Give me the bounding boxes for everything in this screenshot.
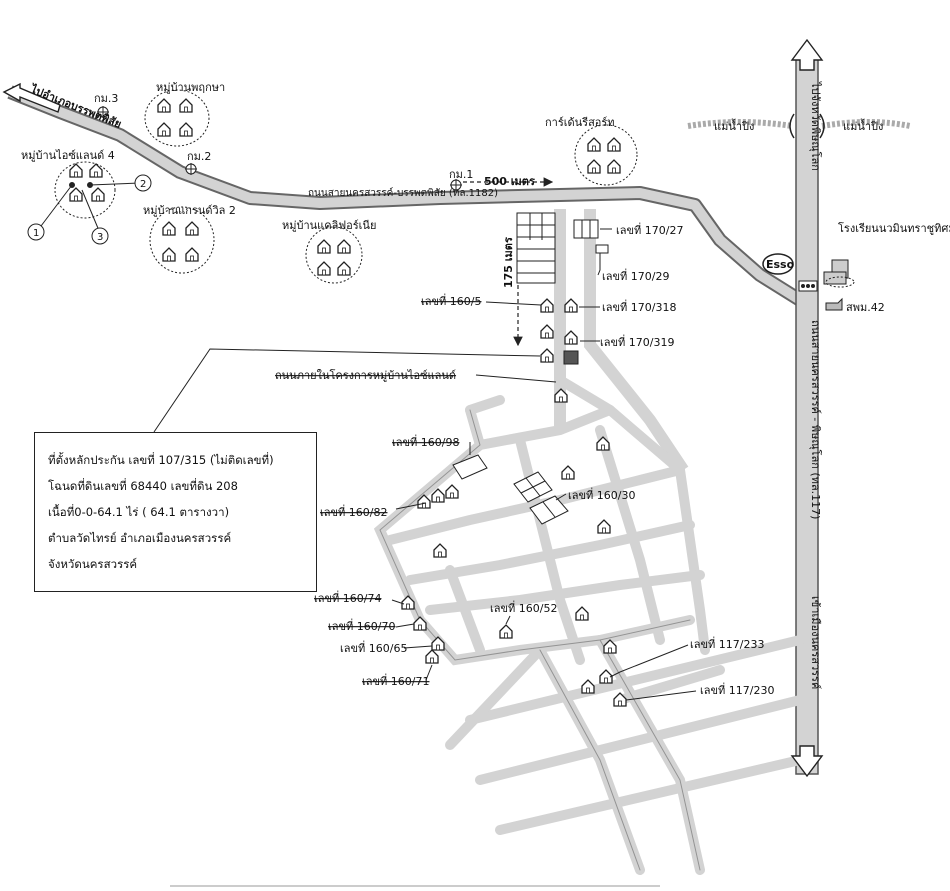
plot-170-29 xyxy=(595,244,609,254)
garden-resort-boundary xyxy=(574,124,638,186)
parcel-label-160-52: เลขที่ 160/52 xyxy=(490,600,557,615)
label-internal-road: ถนนภายในโครงการหมู่บ้านไอซ์แลนด์ xyxy=(275,368,456,382)
circle-1-label: 1 xyxy=(33,228,39,239)
leader-lines xyxy=(153,228,697,701)
village-island4-boundary xyxy=(54,161,116,219)
village-pruksa-boundary xyxy=(144,89,210,147)
label-village-california: หมู่บ้านแคลิฟอร์เนีย xyxy=(282,219,376,232)
police-icon xyxy=(825,297,843,311)
info-line-1: ที่ตั้งหลักประกัน เลขที่ 107/315 (ไม่ติด… xyxy=(48,453,274,467)
plot-170-27 xyxy=(573,219,599,239)
label-to-nakhonsawan: เข้าเมืองนครสวรรค์ xyxy=(809,596,822,689)
esso-logo xyxy=(762,253,794,275)
label-village-island4: หมู่บ้านไอซ์แลนด์ 4 xyxy=(21,149,115,162)
arrow-north xyxy=(790,38,824,71)
traffic-light xyxy=(798,280,818,292)
label-village-pruksa: หมู่บ้านพฤกษา xyxy=(156,81,225,94)
circle-2-label: 2 xyxy=(140,179,146,190)
ping-river xyxy=(687,113,911,139)
arrow-south xyxy=(790,745,824,778)
parcel-label-160-82: เลขที่ 160/82 xyxy=(320,504,387,519)
info-line-2: โฉนดที่ดินเลขที่ 68440 เลขที่ดิน 208 xyxy=(48,479,238,493)
parcel-label-117-230: เลขที่ 117/230 xyxy=(700,682,774,697)
label-river-right: แม่น้ำปิง xyxy=(843,118,883,133)
point-2 xyxy=(134,174,152,192)
label-police: สพม.42 xyxy=(846,301,885,314)
road-network xyxy=(7,57,819,875)
label-road-1182: ถนนสายนครสวรรค์-บรรพตพิสัย (ทล.1182) xyxy=(308,187,498,199)
parcel-label-170-318: เลขที่ 170/318 xyxy=(602,299,676,314)
numbered-points xyxy=(27,174,152,245)
label-dist-175: 175 เมตร xyxy=(502,237,515,288)
collateral-info-box: ที่ตั้งหลักประกัน เลขที่ 107/315 (ไม่ติด… xyxy=(34,432,317,592)
km-markers xyxy=(97,106,462,191)
parcel-label-160-65: เลขที่ 160/65 xyxy=(340,640,407,655)
label-km2: กม.2 xyxy=(187,150,211,163)
parcel-label-160-74: เลขที่ 160/74 xyxy=(314,590,381,605)
school-building xyxy=(823,259,855,288)
parcel-label-160-71: เลขที่ 160/71 xyxy=(362,673,429,688)
label-river-left: แม่น้ำปิง xyxy=(714,118,754,133)
info-line-3: เนื้อที่0-0-64.1 ไร่ ( 64.1 ตารางวา) xyxy=(48,505,230,519)
label-km3: กม.3 xyxy=(94,92,118,105)
row-houses-block xyxy=(516,212,556,284)
parcel-label-160-70: เลขที่ 160/70 xyxy=(328,618,395,633)
esso-label: Esso xyxy=(766,258,795,271)
village-california-boundary xyxy=(305,226,363,284)
arrow-to-amphoe xyxy=(2,82,61,113)
point-1 xyxy=(27,223,45,241)
parcel-label-160-5: เลขที่ 160/5 xyxy=(421,293,481,308)
parcel-label-160-30: เลขที่ 160/30 xyxy=(568,487,635,502)
parcel-label-170-29: เลขที่ 170/29 xyxy=(602,268,669,283)
parcel-label-170-319: เลขที่ 170/319 xyxy=(600,334,674,349)
label-to-phitsanulok: ไปจังหวัดพิษณุโลก xyxy=(809,81,823,171)
subject-plot xyxy=(563,350,579,365)
label-village-grandville2: หมู่บ้านแกรนด์วิล 2 xyxy=(143,204,236,217)
info-line-4: ตำบลวัดไทรย์ อำเภอเมืองนครสวรรค์ xyxy=(48,531,232,545)
label-road-117: ถนนสายนครสวรรค์ - พิษณุโลก (ทล.117) xyxy=(809,320,823,519)
village-grandville-boundary xyxy=(149,206,215,274)
project-plots xyxy=(452,454,569,525)
point-3 xyxy=(91,227,109,245)
label-km1: กม.1 xyxy=(449,168,473,181)
circle-3-label: 3 xyxy=(97,232,103,243)
label-garden-resort: การ์เด้นรีสอร์ท xyxy=(545,116,615,129)
parcel-label-160-98: เลขที่ 160/98 xyxy=(392,434,459,449)
info-line-5: จังหวัดนครสวรรค์ xyxy=(48,557,138,571)
label-dist-500: 500 เมตร xyxy=(484,175,535,188)
parcel-label-117-233: เลขที่ 117/233 xyxy=(690,636,764,651)
parcel-label-170-27: เลขที่ 170/27 xyxy=(616,222,683,237)
label-school: โรงเรียนนวมินทราชูทิศมัชฌิม xyxy=(838,221,950,235)
